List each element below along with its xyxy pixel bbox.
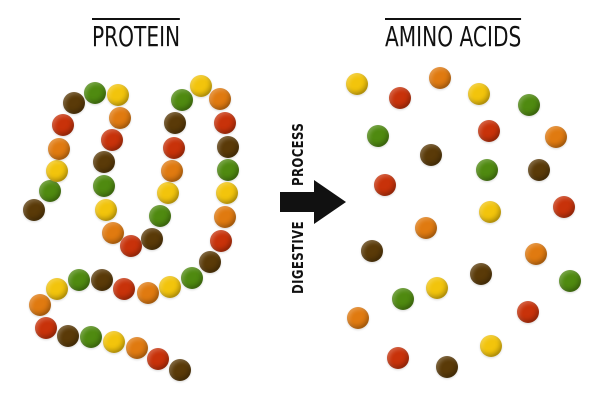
amino-acid-bead-red (374, 174, 396, 196)
digestive-process-arrow: PROCESS DIGESTIVE (278, 118, 350, 296)
chain-bead-orange (161, 160, 183, 182)
amino-acid-bead-red (387, 347, 409, 369)
amino-acid-bead-yellow (346, 73, 368, 95)
amino-acid-bead-yellow (468, 83, 490, 105)
amino-acid-bead-orange (525, 243, 547, 265)
amino-acid-bead-green (367, 125, 389, 147)
chain-bead-red (35, 317, 57, 339)
protein-title: PROTEIN (92, 18, 181, 53)
amino-acid-bead-brown (436, 356, 458, 378)
chain-bead-green (80, 326, 102, 348)
chain-bead-yellow (46, 278, 68, 300)
chain-bead-green (149, 205, 171, 227)
chain-bead-red (147, 348, 169, 370)
amino-acid-bead-brown (528, 159, 550, 181)
chain-bead-orange (48, 138, 70, 160)
chain-bead-yellow (103, 331, 125, 353)
amino-acid-bead-green (559, 270, 581, 292)
chain-bead-green (217, 159, 239, 181)
amino-acid-bead-brown (470, 263, 492, 285)
chain-bead-brown (164, 112, 186, 134)
chain-bead-brown (169, 359, 191, 381)
amino-acid-bead-green (518, 94, 540, 116)
amino-acid-bead-orange (347, 307, 369, 329)
chain-bead-yellow (157, 182, 179, 204)
chain-bead-red (101, 129, 123, 151)
chain-bead-orange (126, 337, 148, 359)
chain-bead-red (210, 230, 232, 252)
chain-bead-brown (199, 251, 221, 273)
chain-bead-red (214, 112, 236, 134)
amino-acid-bead-yellow (426, 277, 448, 299)
chain-bead-brown (91, 269, 113, 291)
chain-bead-green (93, 175, 115, 197)
chain-bead-green (68, 269, 90, 291)
amino-acid-bead-red (389, 87, 411, 109)
amino-acid-bead-green (392, 288, 414, 310)
chain-bead-brown (93, 151, 115, 173)
chain-bead-orange (102, 222, 124, 244)
chain-bead-orange (29, 294, 51, 316)
chain-bead-brown (141, 228, 163, 250)
chain-bead-brown (217, 136, 239, 158)
chain-bead-yellow (46, 160, 68, 182)
chain-bead-green (84, 82, 106, 104)
amino-acid-bead-brown (361, 240, 383, 262)
amino-acids-title: AMINO ACIDS (385, 18, 522, 53)
chain-bead-yellow (95, 199, 117, 221)
chain-bead-brown (23, 199, 45, 221)
amino-acid-bead-red (517, 301, 539, 323)
amino-acid-bead-red (553, 196, 575, 218)
chain-bead-yellow (107, 84, 129, 106)
chain-bead-brown (63, 92, 85, 114)
chain-bead-red (52, 114, 74, 136)
chain-bead-red (113, 278, 135, 300)
chain-bead-red (120, 235, 142, 257)
chain-bead-yellow (159, 276, 181, 298)
amino-acid-bead-yellow (479, 201, 501, 223)
chain-bead-orange (137, 282, 159, 304)
amino-acid-bead-red (478, 120, 500, 142)
chain-bead-orange (109, 107, 131, 129)
amino-acid-bead-orange (429, 67, 451, 89)
chain-bead-red (163, 137, 185, 159)
chain-bead-brown (57, 325, 79, 347)
amino-acid-bead-yellow (480, 335, 502, 357)
chain-bead-orange (209, 88, 231, 110)
amino-acid-bead-green (476, 159, 498, 181)
chain-bead-yellow (216, 182, 238, 204)
amino-acid-bead-orange (415, 217, 437, 239)
chain-bead-green (171, 89, 193, 111)
chain-bead-green (39, 180, 61, 202)
chain-bead-yellow (190, 75, 212, 97)
amino-acid-bead-brown (420, 144, 442, 166)
right-arrow-icon (280, 180, 346, 224)
chain-bead-orange (214, 206, 236, 228)
amino-acid-bead-orange (545, 126, 567, 148)
chain-bead-green (181, 267, 203, 289)
